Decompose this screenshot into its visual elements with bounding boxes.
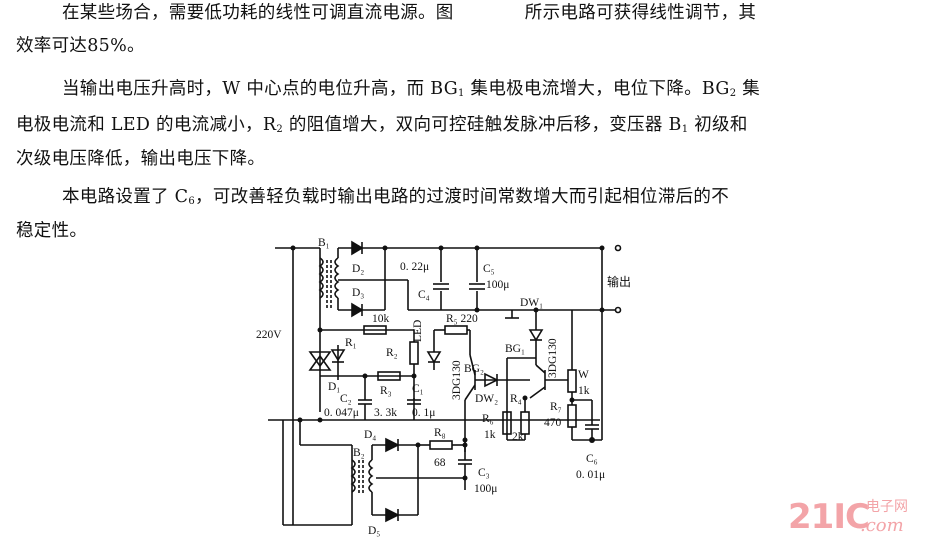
label-c5-value: 100μ: [486, 279, 509, 291]
label-bg1: BG₁: [505, 343, 525, 355]
subscript: 1: [457, 88, 465, 99]
label-b1: B₁: [318, 237, 330, 249]
label-dw1: DW₁: [520, 297, 543, 309]
label-r8-value: 68: [434, 457, 446, 469]
paragraph-1-line-2: 效率可达85%。: [16, 36, 145, 56]
paragraph-2-line-1: 当输出电压升高时，W 中心点的电位升高，而 BG1 集电极电流增大，电位下降。B…: [62, 76, 931, 107]
junction-dots: [290, 245, 605, 481]
label-r4: R₄: [510, 393, 522, 405]
transformer-b1: [318, 257, 340, 310]
label-d4: D₄: [364, 429, 376, 441]
watermark-domain: .com: [860, 515, 904, 536]
paragraph-2-line-2: 电极电流和 LED 的电流减小，R2 的阻值增大，双向可控硅触发脉冲后移，变压器…: [16, 112, 931, 143]
component-labels: B₁ D₂ D₃ 0. 22μ C₄ C₅ 100μ 输出 DW₁ 10k R₅…: [256, 237, 631, 537]
label-c2-value: 0. 047μ: [324, 407, 359, 419]
text: 集电极电流增大，电位下降。BG: [464, 79, 730, 99]
label-r3: R₃: [380, 385, 392, 397]
label-r6: R₆: [482, 413, 494, 425]
label-r1: R₁: [345, 337, 357, 349]
label-w-value: 1k: [578, 385, 590, 397]
mains-wiring: [268, 247, 600, 526]
label-dw2: DW₂: [475, 393, 498, 405]
label-c3-value: 100μ: [474, 483, 497, 495]
aux-supply-b2: [299, 420, 472, 525]
paragraph-1-line-1: 在某些场合，需要低功耗的线性可调直流电源。图 所示电路可获得线性调节，其: [62, 3, 757, 23]
label-r5: R₅ 220: [446, 313, 478, 325]
label-r7: R₇: [550, 401, 562, 413]
text: 的阻值增大，双向可控硅触发脉冲后移，变压器 B: [283, 115, 682, 135]
label-bg2-type: 3DG130: [451, 360, 463, 400]
label-r6-value: 1k: [484, 429, 496, 441]
label-w: W: [578, 369, 589, 381]
label-r2: R₂: [386, 347, 398, 359]
transistor-stage: [464, 310, 568, 452]
label-c4-value: 0. 22μ: [400, 261, 429, 273]
label-c1: C₁: [412, 383, 424, 395]
paragraph-3-line-2: 稳定性。: [16, 221, 88, 241]
text: 集: [736, 79, 761, 99]
text: ，可改善轻负载时输出电路的过渡时间常数增大而引起相位滞后的不: [195, 187, 730, 207]
label-c4: C₄: [418, 289, 430, 301]
label-d2: D₂: [352, 263, 364, 275]
label-bg2: BG₂: [464, 363, 484, 375]
label-r3-value: 3. 3k: [374, 407, 397, 419]
label-c6-value: 0. 01μ: [576, 469, 605, 481]
label-10k: 10k: [372, 313, 390, 325]
subscript: 2: [276, 124, 283, 135]
label-c2: C₂: [340, 393, 352, 405]
trigger-network: [308, 325, 421, 420]
watermark-brand: 21IC: [788, 497, 870, 537]
paragraph-3-line-1: 本电路设置了 C6，可改善轻负载时输出电路的过渡时间常数增大而引起相位滞后的不: [62, 184, 931, 215]
label-r4-value: 2k: [512, 431, 524, 443]
feedback-divider: [567, 310, 602, 441]
label-c1-value: 0. 1μ: [412, 407, 435, 419]
led-r5: [426, 325, 471, 370]
label-output: 输出: [607, 274, 631, 289]
label-bg1-type: 3DG130: [547, 338, 559, 378]
text: 初级和: [688, 115, 748, 135]
text: 电极电流和 LED 的电流减小，R: [16, 115, 277, 135]
label-d3: D₃: [352, 287, 364, 299]
paragraph-2-line-3: 次级电压降低，输出电压下降。: [16, 149, 266, 169]
label-b2: B₂: [353, 447, 365, 459]
subscript: 6: [188, 196, 196, 207]
label-c5: C₅: [483, 263, 495, 275]
label-r7-value: 470: [544, 417, 562, 429]
text: 本电路设置了 C: [62, 187, 189, 207]
subscript: 1: [681, 124, 689, 135]
label-d5: D₅: [368, 525, 380, 537]
label-r8: R₈: [434, 427, 446, 439]
label-led: LED: [412, 320, 424, 342]
label-220v: 220V: [256, 329, 282, 341]
label-c3: C₃: [478, 467, 490, 479]
subscript: 2: [729, 88, 737, 99]
label-d1: D₁: [328, 381, 340, 393]
watermark-cn: 电子网: [866, 499, 908, 515]
rectifier-d2-d3: [337, 240, 600, 318]
text: 当输出电压升高时，W 中心点的电位升高，而 BG: [62, 79, 458, 99]
label-c6: C₆: [586, 453, 598, 465]
filter-capacitors: [408, 244, 622, 440]
